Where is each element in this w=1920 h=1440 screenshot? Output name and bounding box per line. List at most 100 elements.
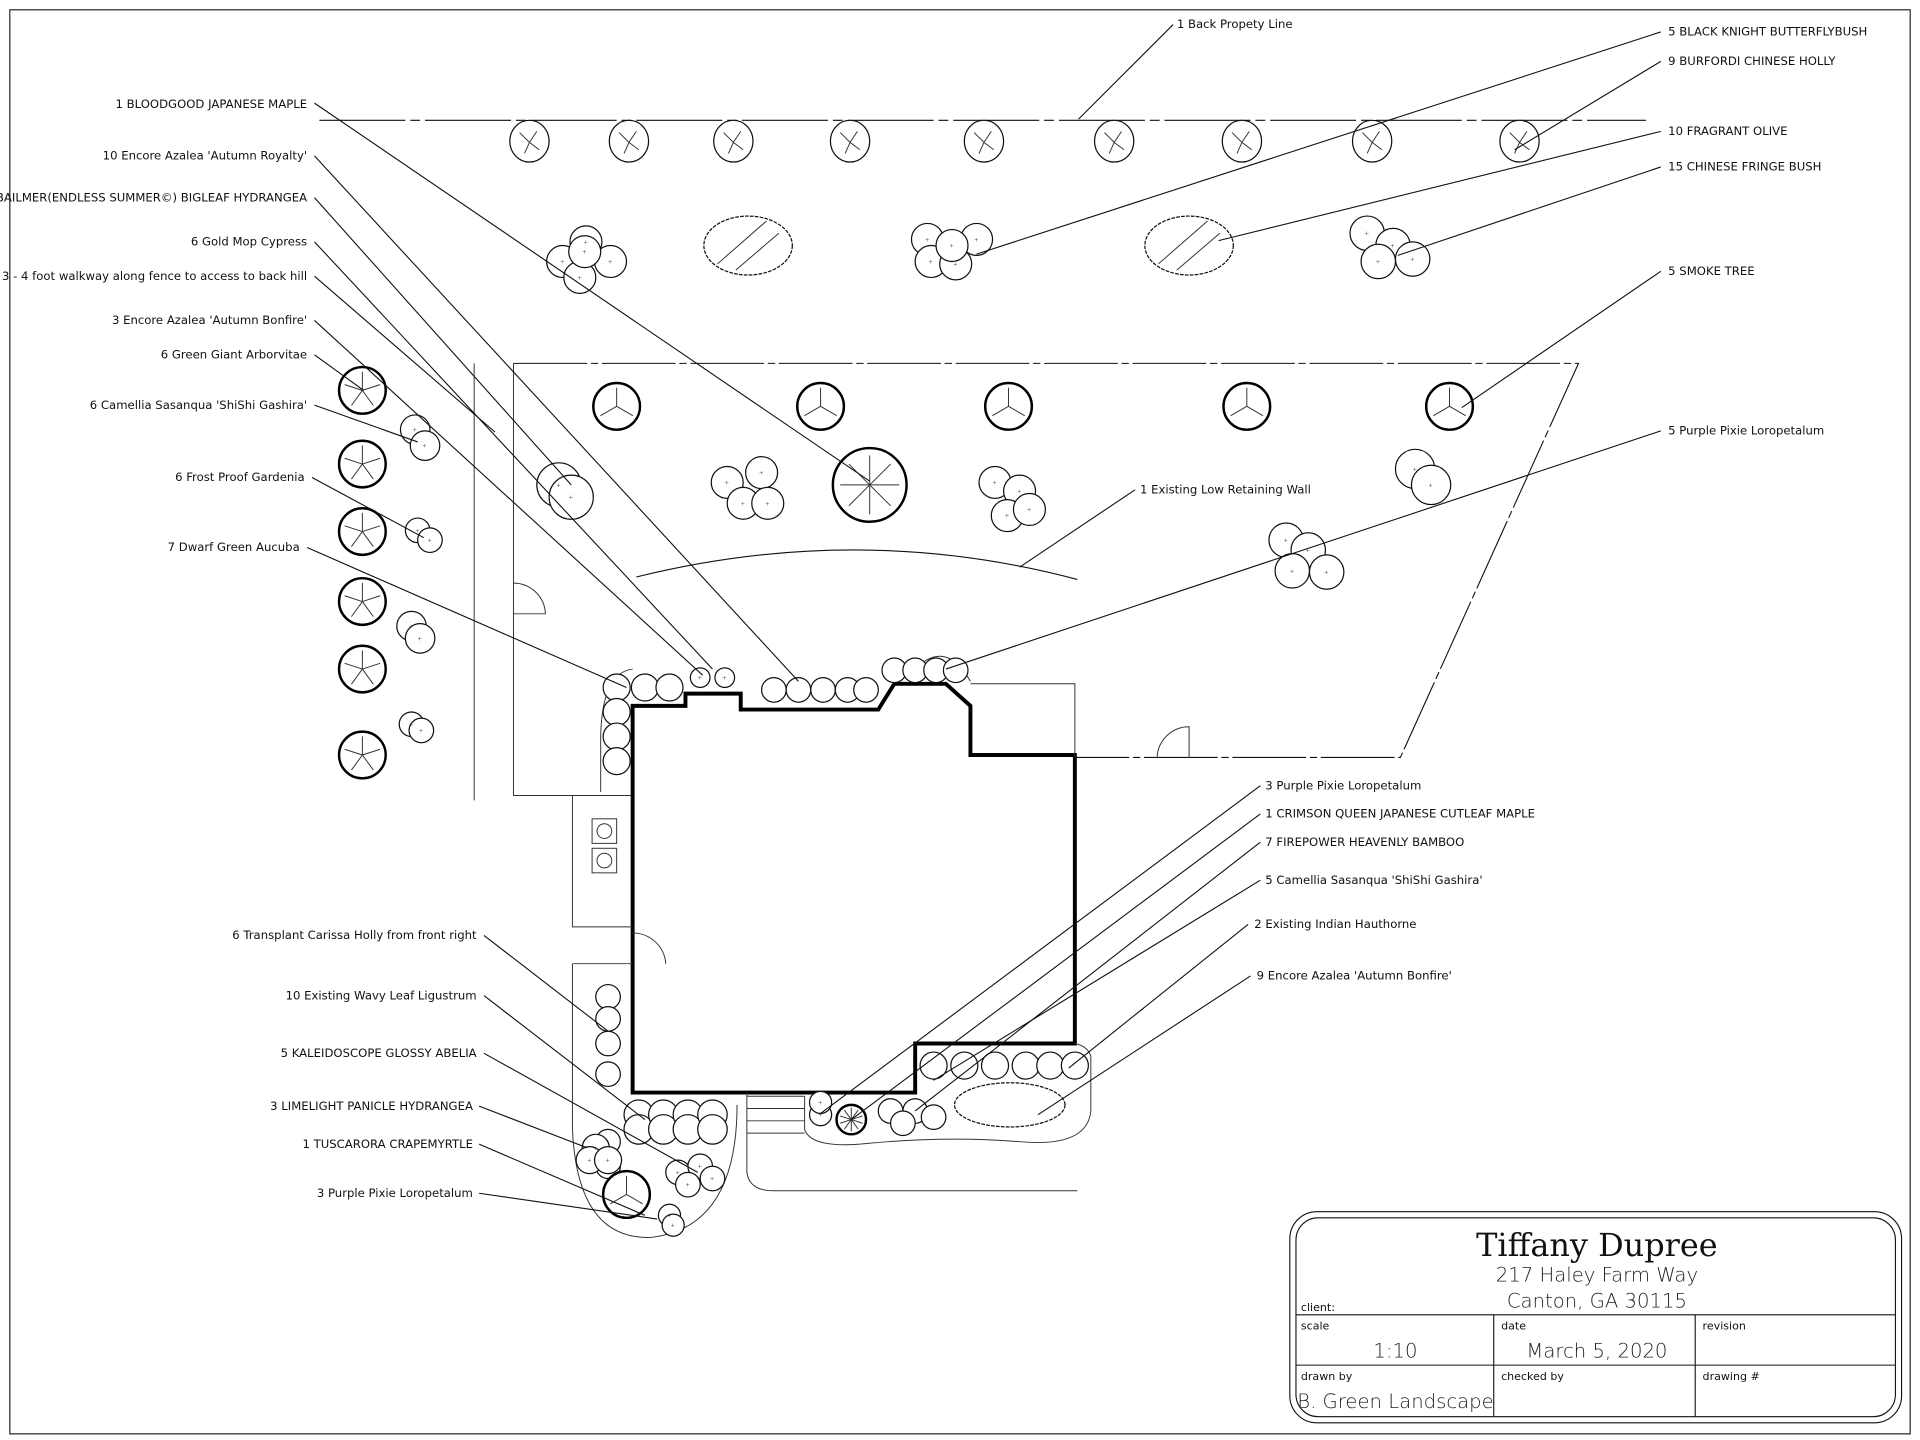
- cutleaf-maple-symbol-branch: [839, 1119, 852, 1124]
- door-swing: [1156, 726, 1190, 758]
- smoke-tree-symbol-branch: [992, 405, 1009, 417]
- leader-lines: [306, 24, 1662, 1220]
- hydrangea-symbol-mark: +: [569, 493, 573, 502]
- client-name: Tiffany Dupree: [1476, 1226, 1718, 1264]
- plant-label: 10 Encore Azalea 'Autumn Royalty': [103, 149, 307, 163]
- plant-center-marks: ++++++++++++++++++++++++++++++++++++++++…: [409, 229, 1433, 1230]
- ac-unit: [591, 818, 618, 844]
- azalea-mass-symbol: [953, 1082, 1066, 1128]
- ac-unit: [591, 847, 618, 874]
- holly-symbol: [608, 119, 650, 163]
- smoke-tree-symbol-branch: [820, 405, 837, 417]
- arborvitae-symbol-branch: [344, 384, 363, 391]
- scale-label: scale: [1301, 1320, 1330, 1333]
- leader-line: [1461, 270, 1662, 409]
- arborvitae-symbol-branch: [351, 668, 363, 685]
- cutleaf-maple-symbol-branch: [843, 1109, 852, 1120]
- holly-symbol: [1093, 119, 1135, 163]
- driveway-edge: [746, 1092, 1078, 1192]
- loropetalum-symbol: [661, 1213, 685, 1237]
- plant-label: 5 KALEIDOSCOPE GLOSSY ABELIA: [281, 1046, 477, 1060]
- plant-label: 5 Purple Pixie Loropetalum: [1668, 424, 1824, 438]
- fringe-bush-symbol: [1394, 241, 1431, 277]
- arborvitae-symbol-branch: [361, 531, 374, 547]
- house-outline: [630, 681, 1077, 1095]
- retaining-wall: [636, 549, 1078, 580]
- aucuba-symbol: [655, 673, 684, 702]
- holly-symbol: [1351, 119, 1393, 163]
- hydrangea-symbol-mark: +: [556, 480, 560, 489]
- butterflybush-symbol: [935, 228, 969, 263]
- date-label: date: [1501, 1320, 1526, 1333]
- butterflybush-symbol-mark: +: [974, 235, 978, 244]
- plant-label: 6 Green Giant Arborvitae: [161, 347, 307, 361]
- hydrangea-symbol-mark: +: [587, 1156, 591, 1165]
- gardenia-symbol-mark: +: [415, 526, 419, 535]
- loropetalum-symbol-mark: +: [1005, 511, 1009, 520]
- ligustrum-symbol: [697, 1114, 728, 1145]
- leader-line: [478, 1192, 658, 1220]
- checked-by-label: checked by: [1501, 1370, 1564, 1383]
- fringe-bush-symbol-mark: +: [583, 237, 587, 246]
- fringe-bush-symbol-mark: +: [1376, 257, 1380, 266]
- olive-hatch: [1158, 220, 1221, 271]
- drawn-by-label: drawn by: [1301, 1370, 1353, 1383]
- gardenia-symbol: [408, 717, 435, 744]
- backyard-side-boundary: [512, 363, 633, 796]
- plant-label: 6 Gold Mop Cypress: [191, 235, 307, 249]
- butterflybush-symbol-mark: +: [950, 241, 954, 250]
- gardenia-symbol-mark: +: [427, 536, 431, 545]
- arborvitae-symbol-branch: [361, 668, 374, 685]
- cutleaf-maple-symbol-branch: [843, 1119, 852, 1130]
- cypress-symbol-mark: +: [1413, 464, 1417, 473]
- camellia-symbol: [409, 430, 441, 461]
- carissa-holly-symbol: [595, 1006, 621, 1032]
- leader-line: [314, 404, 418, 443]
- plant-label: 1 TUSCARORA CRAPEMYRTLE: [302, 1137, 472, 1151]
- gardenia-symbol: [417, 527, 443, 554]
- cutleaf-maple-symbol-branch: [850, 1119, 859, 1130]
- drawing-number-label: drawing #: [1703, 1370, 1760, 1383]
- smoke-tree-symbol-branch: [1008, 405, 1025, 417]
- fringe-bush-symbol-mark: +: [1410, 254, 1414, 263]
- camellia-symbol: [1036, 1051, 1065, 1080]
- fringe-bush-symbol-mark: +: [1365, 229, 1369, 238]
- abelia-symbol-mark: +: [710, 1174, 714, 1183]
- plant-label: 3 LIMELIGHT PANICLE HYDRANGEA: [270, 1099, 473, 1113]
- fringe-bush-symbol-mark: +: [582, 247, 586, 256]
- loropetalum-symbol-mark: +: [667, 1211, 671, 1220]
- camellia-symbol: [980, 1051, 1010, 1080]
- arborvitae-symbol-branch: [361, 390, 374, 406]
- leader-line: [914, 841, 1261, 1112]
- scale-value: 1:10: [1373, 1340, 1417, 1363]
- camellia-symbol: [950, 1051, 979, 1080]
- camellia-symbol: [1060, 1051, 1089, 1080]
- date-value: March 5, 2020: [1526, 1340, 1667, 1363]
- smoke-tree-symbol-branch: [1246, 405, 1264, 417]
- ac-fan-icon: [596, 852, 613, 869]
- leader-line: [1037, 975, 1251, 1116]
- leader-line: [933, 879, 1261, 1081]
- loropetalum-symbol-mark: +: [993, 478, 997, 487]
- leader-line: [1397, 166, 1661, 256]
- hydrangea-symbol-mark: +: [606, 1156, 610, 1165]
- fringe-bush-symbol-mark: +: [608, 257, 612, 266]
- leader-line: [314, 241, 713, 670]
- plant-label: 2 Existing Indian Hauthorne: [1254, 917, 1416, 931]
- leader-line: [976, 31, 1661, 255]
- fringe-bush-symbol: [568, 235, 602, 269]
- holly-symbol: [963, 119, 1005, 163]
- holly-branch: [1231, 131, 1253, 154]
- hydrangea-symbol: [593, 1145, 623, 1175]
- cypress-symbol-mark: +: [1429, 480, 1433, 489]
- plant-label: 6 Camellia Sasanqua 'ShiShi Gashira': [90, 398, 307, 412]
- arborvitae-symbol-branch: [361, 601, 374, 617]
- cutleaf-maple-symbol-branch: [851, 1115, 863, 1121]
- arborvitae-symbol-branch: [351, 754, 363, 771]
- azalea-symbol-mark: +: [759, 468, 763, 477]
- abelia-symbol: [675, 1171, 701, 1198]
- loropetalum-symbol-mark: +: [1324, 568, 1328, 577]
- arborvitae-symbol-branch: [362, 748, 381, 756]
- smoke-tree-symbol-branch: [616, 405, 634, 417]
